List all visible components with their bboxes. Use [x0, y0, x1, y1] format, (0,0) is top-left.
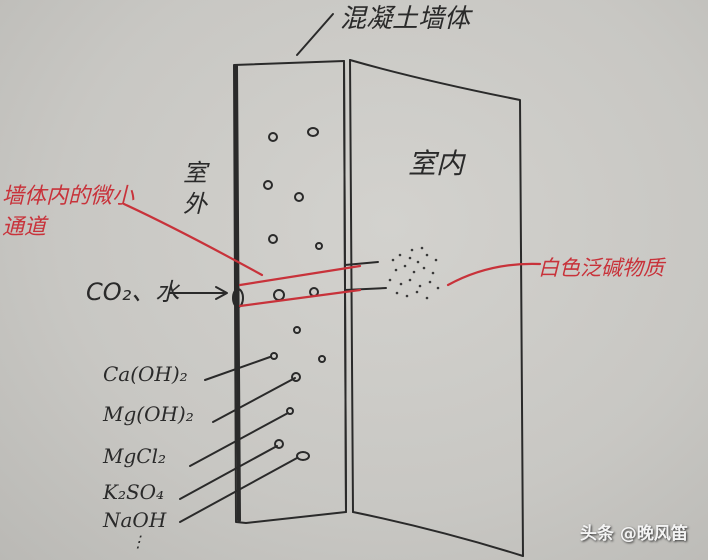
- chemical-label: K₂SO₄: [103, 480, 165, 504]
- efflorescence-dots: [388, 246, 440, 300]
- channel-end-bottom: [344, 287, 387, 291]
- watermark: 头条 @晚风笛: [580, 524, 688, 544]
- wall-corner-line-2: [349, 59, 354, 513]
- chem-leader-4: [179, 445, 278, 500]
- chem-leader-2: [212, 377, 296, 423]
- wall-corner-line: [343, 60, 347, 513]
- chem-leader-5: [179, 457, 298, 523]
- pore: [318, 355, 326, 363]
- pore: [294, 192, 304, 202]
- micro-channel-label: 墙体内的微小通道: [2, 184, 135, 240]
- pore: [270, 352, 278, 360]
- channel-top-red: [238, 264, 362, 287]
- wall-side-face-top: [349, 59, 524, 557]
- pore: [268, 234, 278, 244]
- chemical-label: Mg(OH)₂: [103, 402, 194, 426]
- pore: [273, 289, 285, 301]
- pore: [291, 372, 301, 382]
- chemical-label: NaOH: [103, 508, 167, 532]
- channel-end-top: [344, 261, 379, 266]
- wall-side-face-bottom: [352, 511, 524, 557]
- wall-front-face: [233, 60, 347, 524]
- outside-label: 室外: [183, 159, 207, 219]
- pore: [286, 407, 294, 415]
- channel-label-leader: [122, 202, 264, 277]
- pore: [315, 242, 323, 250]
- inflow-arrow-head: [215, 286, 228, 300]
- chemical-label: MgCl₂: [103, 444, 166, 468]
- pore: [296, 451, 310, 461]
- pore: [307, 127, 319, 137]
- efflorescence-label: 白色泛碱物质: [538, 256, 664, 280]
- chemical-ellipsis: ⋮: [130, 532, 146, 551]
- wall-title: 混凝土墙体: [340, 4, 471, 34]
- chem-leader-1: [204, 356, 271, 381]
- chem-leader-3: [189, 412, 289, 467]
- chemical-label: Ca(OH)₂: [103, 362, 188, 386]
- pore: [268, 132, 278, 142]
- channel-entry: [232, 288, 244, 308]
- wall-outer-edge: [234, 64, 241, 522]
- inflow-label: CO₂、水: [86, 278, 180, 306]
- pore: [274, 439, 284, 449]
- channel-bottom-red: [238, 288, 362, 308]
- pore: [293, 326, 301, 334]
- inside-label: 室内: [408, 147, 465, 180]
- efflorescence-leader: [446, 262, 542, 287]
- pore: [263, 180, 273, 190]
- title-leader-line: [296, 13, 334, 56]
